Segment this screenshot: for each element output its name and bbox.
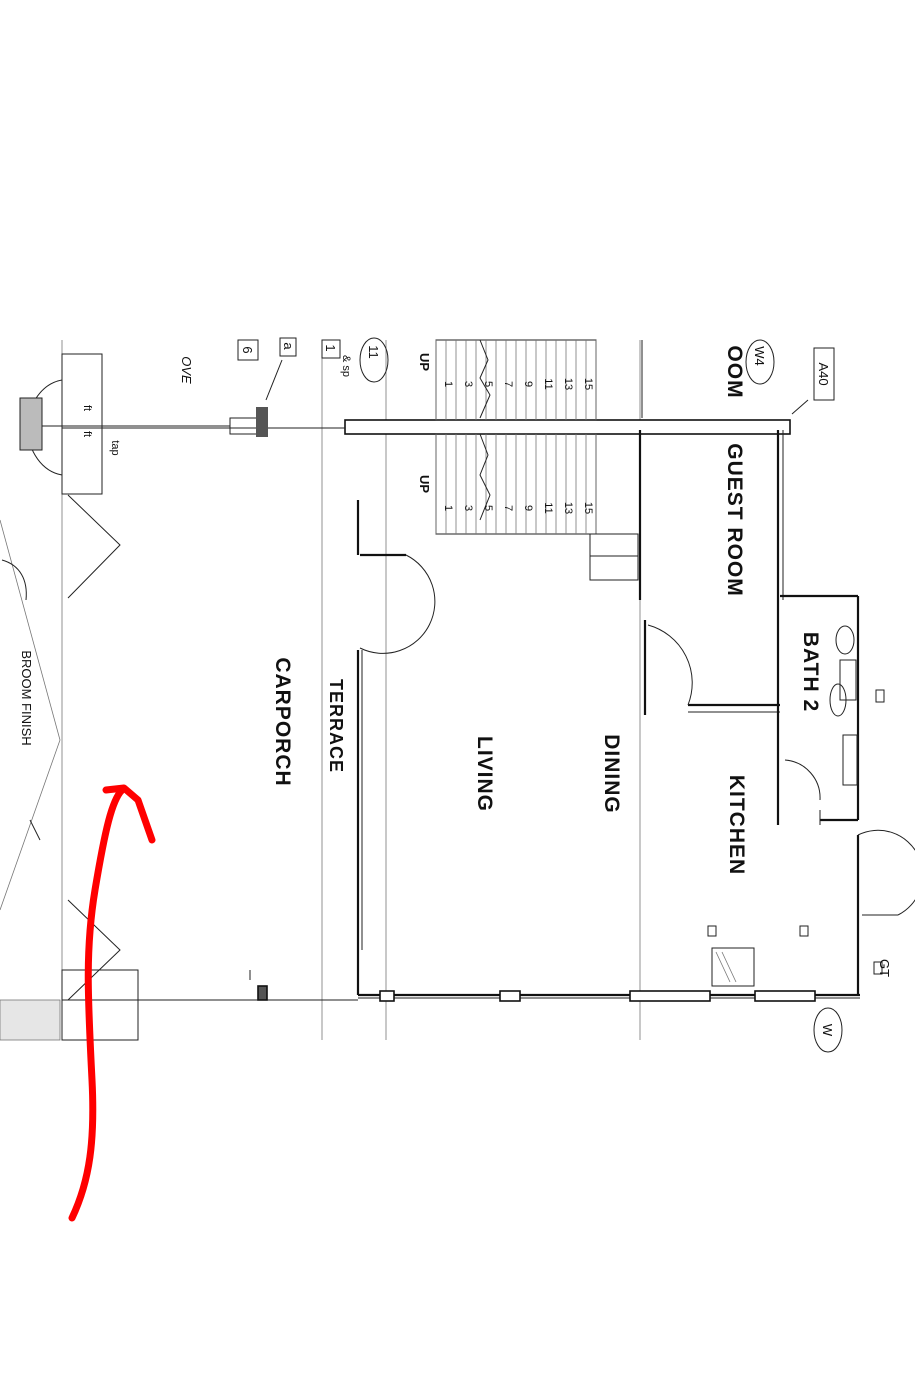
outlet-icon (707, 925, 717, 937)
grate-icon (19, 397, 43, 451)
room-label-carporch: CARPORCH (271, 657, 294, 786)
tag-leader-a (265, 359, 283, 401)
red-annotation-arrow (68, 784, 156, 1222)
carporch-pillar-box (61, 969, 139, 1041)
label-tap: tap (109, 440, 121, 455)
stair-step-number: 15 (582, 378, 594, 390)
stair-landing (589, 533, 639, 581)
tag-1: 1 (323, 344, 338, 351)
stair-step-number: 11 (542, 378, 554, 389)
paving-hatch (0, 999, 61, 1041)
stair-step-number: 13 (562, 378, 574, 390)
tag-box-a (279, 337, 297, 357)
tag-6: 6 (240, 346, 255, 353)
tap-body-icon (229, 417, 259, 435)
staircase (435, 339, 639, 581)
stair-step-number: 5 (482, 381, 494, 387)
column-mark (257, 985, 268, 1001)
outlet-icon (875, 689, 885, 703)
planter-box (61, 353, 103, 495)
labels: GUEST ROOM OOM BATH 2 KITCHEN DINING LIV… (19, 342, 892, 1036)
room-label-bath: BATH 2 (799, 632, 822, 712)
stair-step-number: 7 (502, 381, 514, 387)
window-mark (379, 990, 395, 1002)
broom-finish-outline (0, 519, 61, 911)
label-ove: OVE (179, 356, 194, 384)
stair-step-number: 1 (442, 505, 454, 511)
arrow-shaft (68, 786, 126, 1222)
broom-finish-leader (1, 559, 27, 601)
stair-step-number: 7 (502, 505, 514, 511)
room-label-terrace: TERRACE (326, 679, 346, 773)
tag-box-1 (321, 339, 341, 359)
stair-step-number: 3 (462, 381, 474, 387)
room-label-kitchen: KITCHEN (725, 775, 748, 875)
washbasin-icon (835, 625, 855, 655)
kitchen-sink-icon (711, 947, 755, 987)
stair-step-number: 3 (462, 505, 474, 511)
kitchen-door-swing (857, 829, 915, 916)
tag-a: a (281, 342, 296, 350)
stair-step-number: 15 (582, 502, 594, 514)
tag-leader-a40 (791, 399, 809, 415)
arrow-head (102, 784, 156, 844)
guest-room-door-swing (647, 624, 693, 706)
window-mark (629, 990, 711, 1002)
tag-a40: A40 (816, 362, 831, 385)
window-mark (499, 990, 521, 1002)
outlet-icon (873, 961, 883, 975)
stair-break-upper (479, 339, 491, 419)
terrace-door-swing (359, 554, 436, 654)
stair-up-label-upper: UP (417, 353, 432, 371)
stair-up-label-lower: UP (417, 475, 432, 493)
garden-fixture (19, 353, 268, 495)
tag-w4: W4 (752, 346, 767, 366)
tap-head-icon (256, 407, 268, 437)
driveway (0, 494, 138, 1041)
room-label-living: LIVING (473, 736, 496, 812)
tag-ellipse-11 (359, 337, 389, 383)
fixtures (707, 625, 885, 987)
outlet-icon (799, 925, 809, 937)
window-mark (754, 990, 816, 1002)
doors (359, 553, 915, 916)
gate-swing-upper (67, 494, 121, 599)
stair-step-number: 11 (542, 502, 554, 513)
stair-step-number: 9 (522, 505, 534, 511)
beam-top (344, 419, 791, 435)
tag-ellipse-w (813, 1007, 843, 1053)
room-label-guest-room: GUEST ROOM (723, 443, 746, 597)
tag-w: W (820, 1024, 835, 1037)
sink-hatch (721, 951, 737, 983)
stair-step-number: 13 (562, 502, 574, 514)
room-label-guest-room-partial: OOM (723, 345, 746, 398)
bath-counter-icon (842, 734, 858, 786)
walls (61, 340, 898, 1041)
room-label-dining: DINING (600, 734, 623, 814)
tag-ellipse-w4 (745, 339, 775, 385)
label-ft-1: ft (81, 405, 93, 411)
label-broom-finish: BROOM FINISH (19, 650, 34, 745)
stair-break-lower (479, 433, 491, 521)
stair-step-number: 9 (522, 381, 534, 387)
tag-box-a40 (813, 347, 835, 401)
broom-finish-leader-arrow (29, 819, 41, 841)
stair-step-number: 1 (442, 381, 454, 387)
tag-box-6 (237, 339, 259, 361)
tag-gt: GT (877, 959, 892, 977)
sink-hatch (715, 951, 731, 983)
bath-door-swing (784, 759, 821, 801)
label-ft-2: ft (81, 431, 93, 437)
wc-icon (839, 659, 857, 701)
toilet-bowl-icon (829, 683, 847, 717)
tag-11: 11 (366, 345, 381, 359)
tag-sp: & sp (340, 355, 352, 377)
tags (237, 337, 843, 1053)
stair-step-number: 5 (482, 505, 494, 511)
